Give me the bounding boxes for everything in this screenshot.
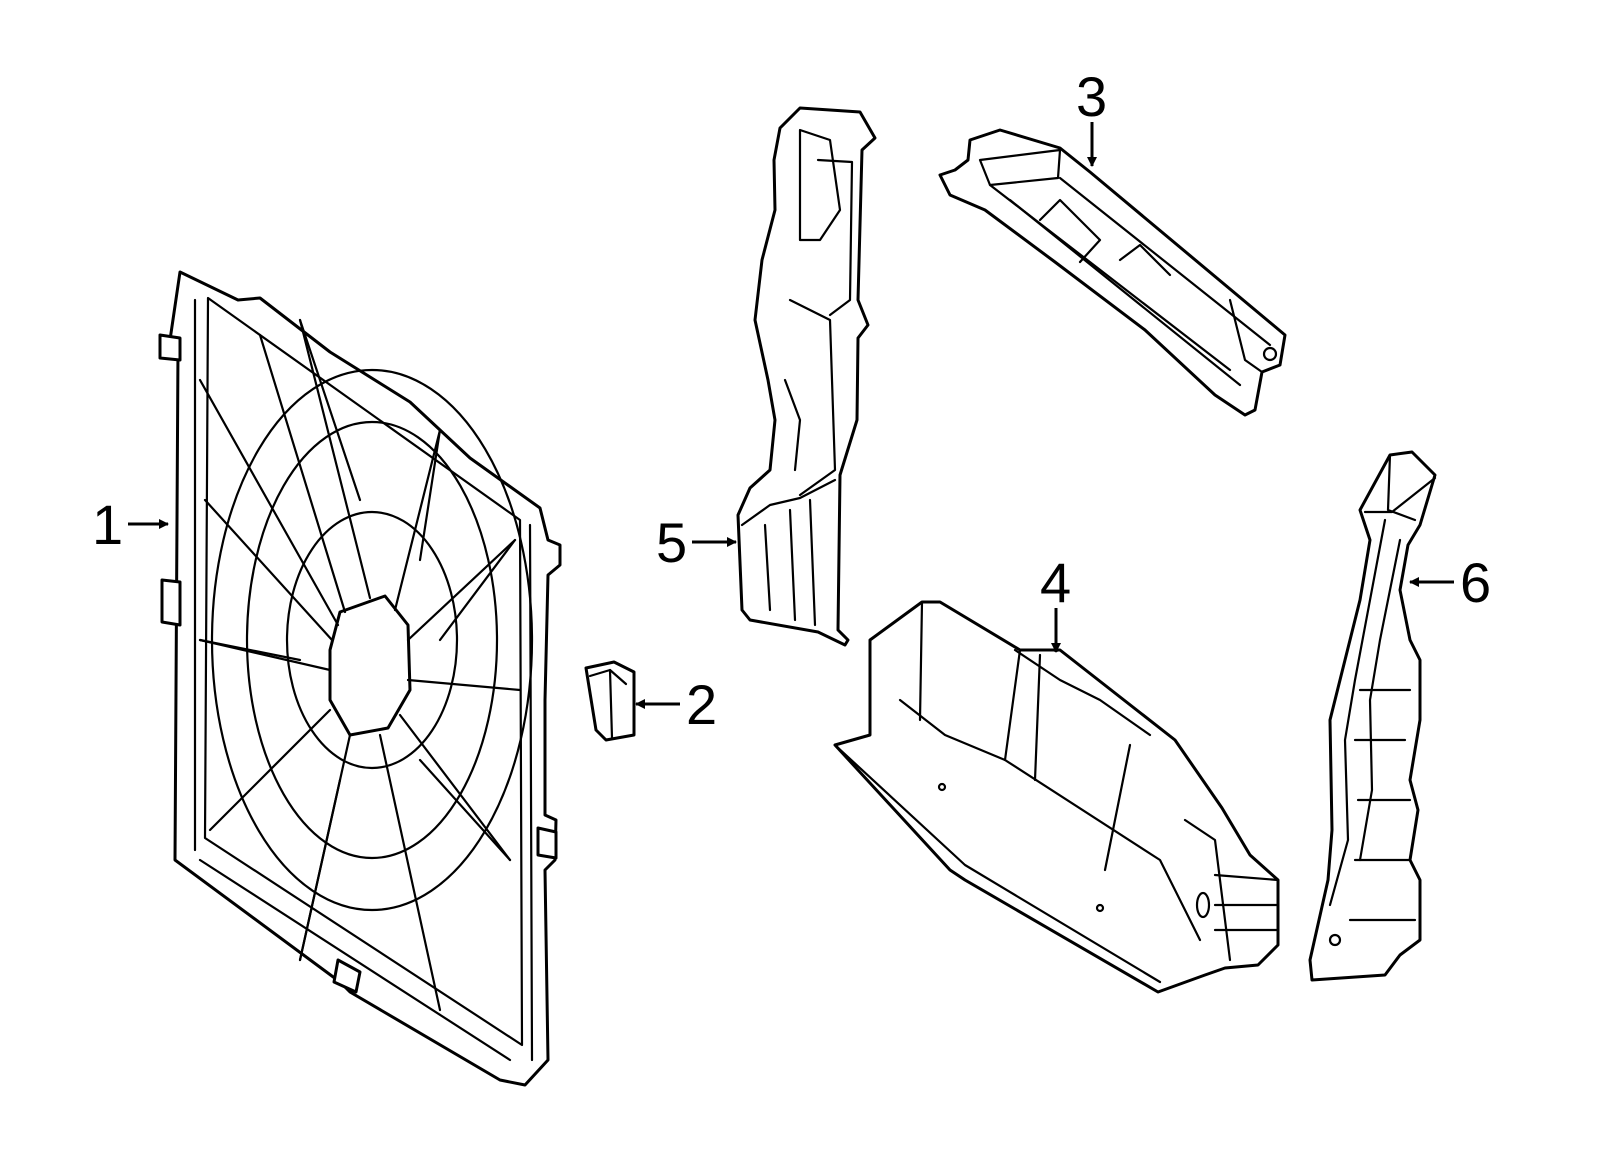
part-4-lower-air-deflector[interactable]	[833, 600, 1280, 994]
part-3-upper-air-duct[interactable]	[938, 128, 1287, 417]
callout-1: 1	[92, 493, 123, 556]
callout-2: 2	[686, 673, 717, 736]
callout-4: 4	[1040, 551, 1071, 614]
leader-lines	[128, 122, 1454, 709]
part-1-fan-shroud[interactable]	[158, 270, 562, 1087]
callout-3: 3	[1076, 65, 1107, 128]
part-2-clip[interactable]	[584, 660, 636, 742]
callout-6: 6	[1460, 551, 1491, 614]
part-6-right-air-guide[interactable]	[1308, 450, 1437, 982]
callout-5: 5	[656, 511, 687, 574]
part-5-left-air-guide[interactable]	[736, 106, 877, 647]
callout-labels: 1 2 3 4 5 6	[92, 65, 1491, 736]
